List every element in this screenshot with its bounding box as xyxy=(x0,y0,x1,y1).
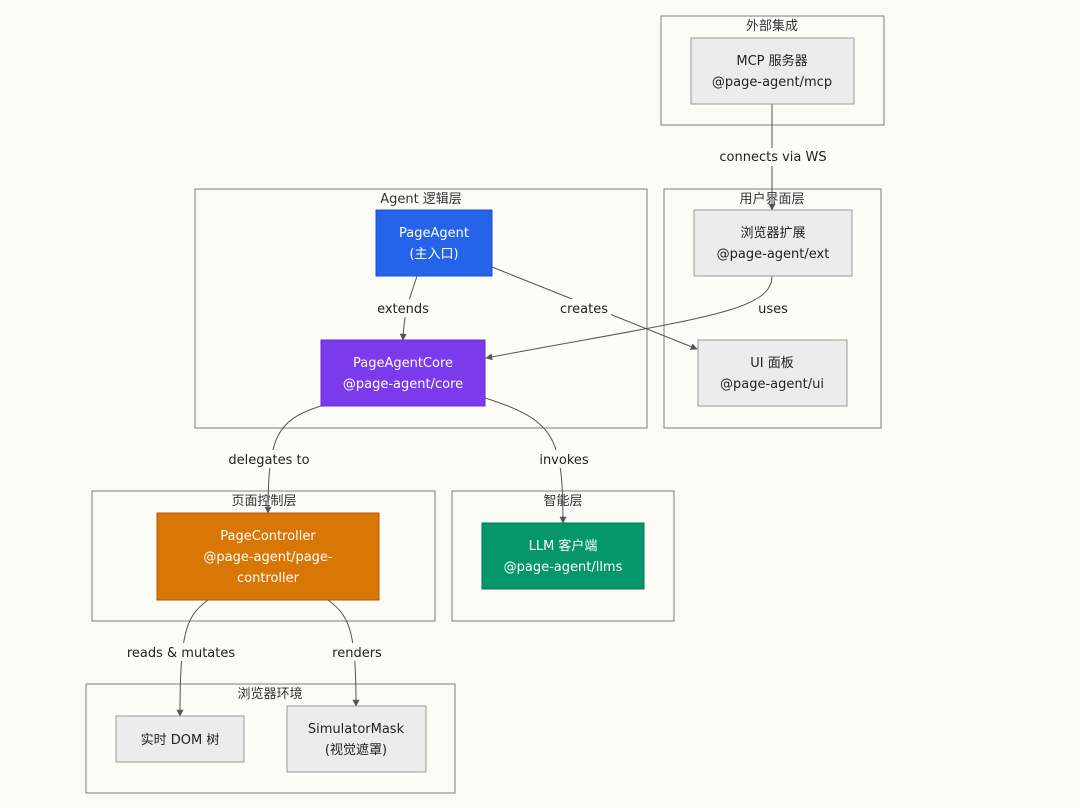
group-title-external: 外部集成 xyxy=(746,18,798,34)
node-mcp-package: @page-agent/mcp xyxy=(712,75,832,90)
node-ui-package: @page-agent/ui xyxy=(720,377,824,392)
node-ext-package: @page-agent/ext xyxy=(717,247,830,262)
node-ui-panel: UI 面板 @page-agent/ui xyxy=(697,339,848,407)
node-mcp-server: MCP 服务器 @page-agent/mcp xyxy=(690,37,855,105)
node-page-agent-subtitle: (主入口) xyxy=(409,247,458,262)
node-controller-package-cont: controller xyxy=(237,571,300,586)
node-core-package: @page-agent/core xyxy=(343,377,463,392)
node-page-agent: PageAgent (主入口) xyxy=(375,209,493,277)
edge-label-extends: extends xyxy=(377,302,429,317)
node-controller-package: @page-agent/page- xyxy=(203,550,333,565)
node-page-controller: PageController @page-agent/page- control… xyxy=(156,512,380,601)
node-mask-subtitle: (视觉遮罩) xyxy=(325,742,387,758)
node-mask-title: SimulatorMask xyxy=(308,722,405,737)
group-title-page-control: 页面控制层 xyxy=(231,494,296,509)
node-live-dom-tree: 实时 DOM 树 xyxy=(115,715,245,763)
edge-label-invokes: invokes xyxy=(539,453,589,468)
node-mcp-title: MCP 服务器 xyxy=(736,53,807,69)
node-core-title: PageAgentCore xyxy=(353,356,453,371)
edge-label-reads: reads & mutates xyxy=(127,646,236,661)
node-browser-extension: 浏览器扩展 @page-agent/ext xyxy=(693,209,853,277)
node-page-agent-core: PageAgentCore @page-agent/core xyxy=(320,339,486,407)
group-title-browser-env: 浏览器环境 xyxy=(237,686,302,702)
edge-delegates-to xyxy=(264,405,322,514)
edge-label-renders: renders xyxy=(332,646,382,661)
node-llm-title: LLM 客户端 xyxy=(529,538,598,554)
edge-label-delegates: delegates to xyxy=(228,453,309,468)
node-ui-title: UI 面板 xyxy=(750,356,793,371)
edge-labels: connects via WS uses extends creates del… xyxy=(126,148,827,661)
edge-label-uses: uses xyxy=(758,302,788,317)
node-llm-client: LLM 客户端 @page-agent/llms xyxy=(481,522,645,590)
edge-invokes xyxy=(484,397,567,524)
group-title-agent-layer: Agent 逻辑层 xyxy=(380,192,462,207)
edge-reads-mutates xyxy=(176,599,209,717)
edge-renders xyxy=(327,599,360,707)
node-simulator-mask: SimulatorMask (视觉遮罩) xyxy=(286,705,427,773)
node-page-agent-title: PageAgent xyxy=(399,226,469,241)
node-controller-title: PageController xyxy=(220,529,316,544)
edge-label-connects: connects via WS xyxy=(719,150,826,165)
edge-label-creates: creates xyxy=(560,302,608,317)
edge-uses xyxy=(485,275,773,361)
node-ext-title: 浏览器扩展 xyxy=(740,225,805,241)
node-dom-title: 实时 DOM 树 xyxy=(141,733,220,748)
node-llm-package: @page-agent/llms xyxy=(504,560,623,575)
